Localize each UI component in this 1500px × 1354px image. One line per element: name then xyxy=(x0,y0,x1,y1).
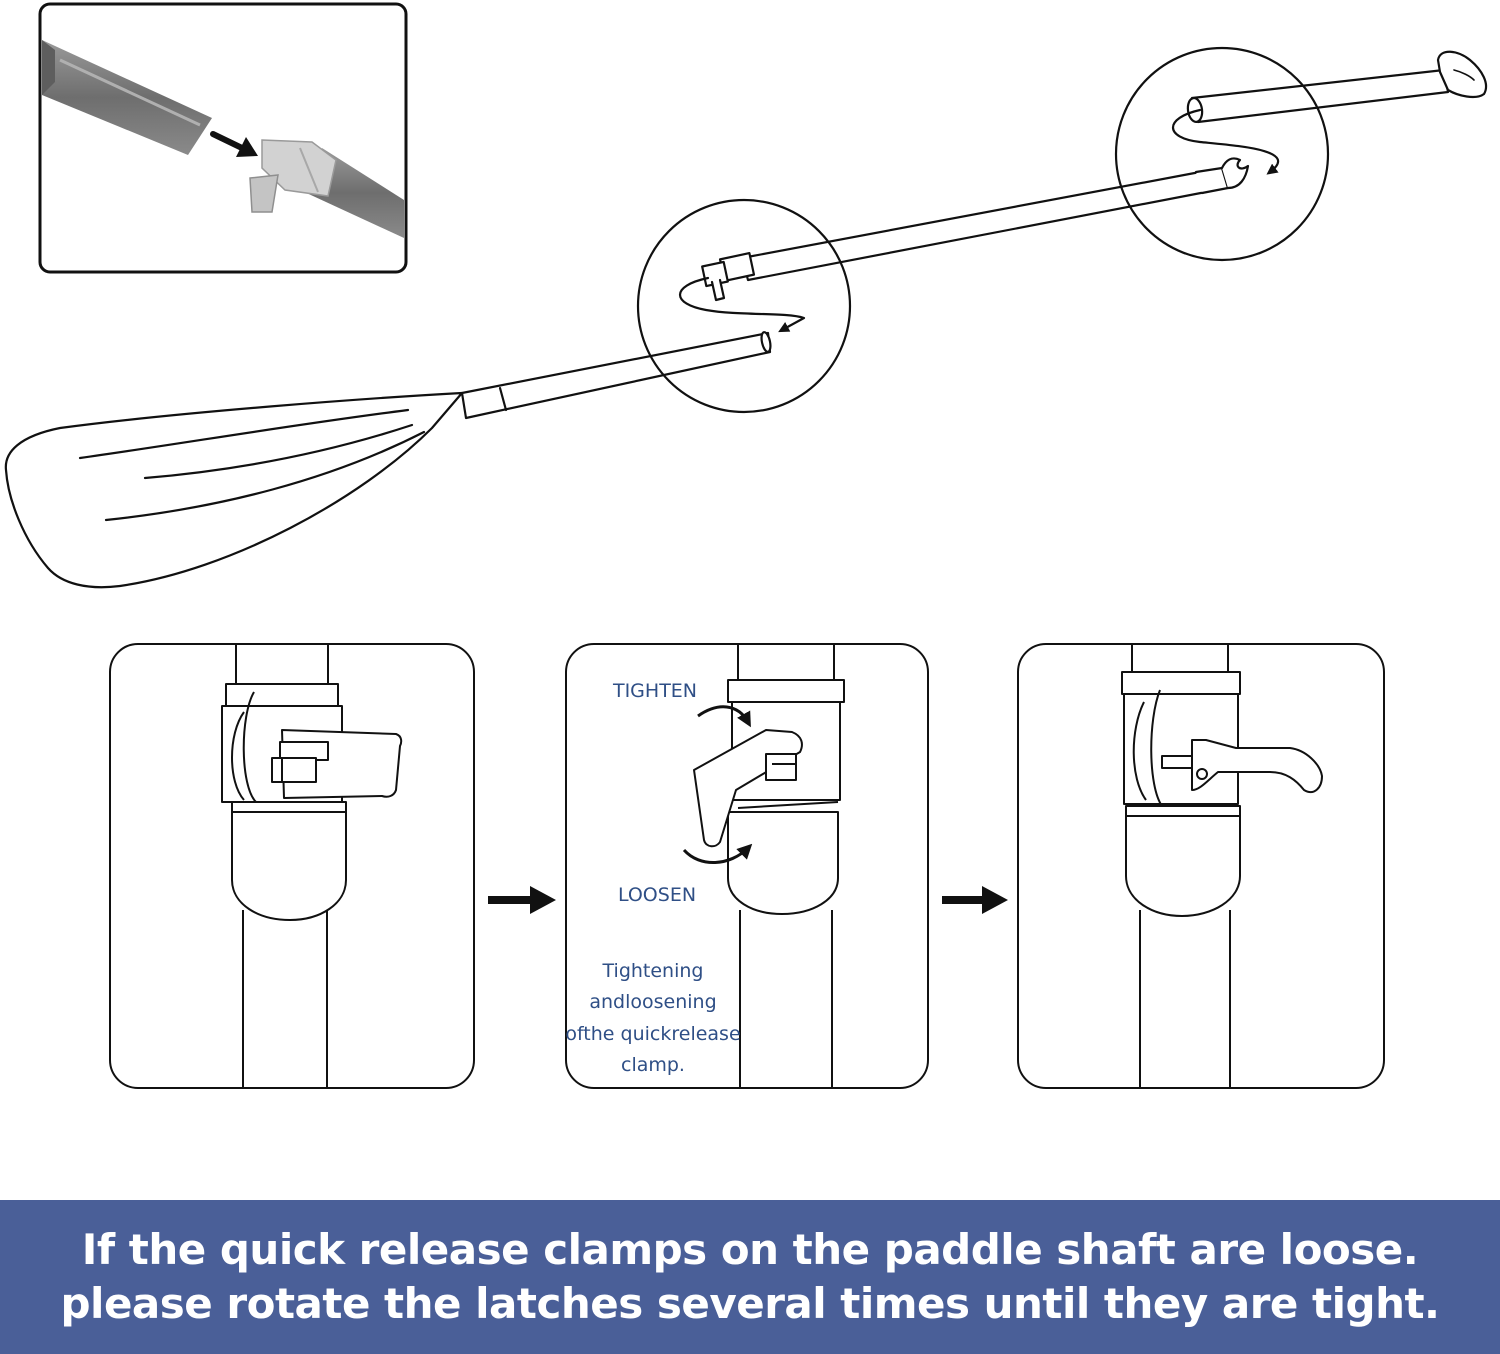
paddle-middle-shaft xyxy=(701,157,1250,302)
tighten-rotation-arrow-icon xyxy=(697,705,751,728)
step-panel-3 xyxy=(1017,643,1385,1089)
paddle-assembly-diagram: TIGHTEN LOOSEN Tightening andloosening o… xyxy=(4,2,1488,1089)
clamp-note-line-4: clamp. xyxy=(621,1054,685,1076)
panel1-latch-lever xyxy=(271,729,403,799)
loosen-rotation-arrow-icon xyxy=(682,843,753,864)
step-arrow-1-icon xyxy=(488,886,556,914)
panel2-shaft xyxy=(737,644,835,1088)
inset-clamp xyxy=(249,139,337,213)
detail-circle-lower-joint xyxy=(636,198,852,414)
step-panel-1 xyxy=(109,643,475,1089)
clamp-note-line-3: ofthe quickrelease xyxy=(565,1023,740,1045)
paddle-blade xyxy=(4,391,464,589)
instruction-line-1: If the quick release clamps on the paddl… xyxy=(81,1225,1419,1274)
paddle-lower-shaft xyxy=(460,331,772,420)
paddle-upper-shaft-handle xyxy=(1186,50,1488,124)
paddle-illustration xyxy=(4,46,1488,589)
panel2-clamp-collar xyxy=(727,679,845,915)
instruction-banner: If the quick release clamps on the paddl… xyxy=(0,1200,1500,1354)
instruction-line-2: please rotate the latches several times … xyxy=(60,1279,1440,1328)
inset-insert-arrow-icon xyxy=(210,131,258,157)
panel1-clamp-collar xyxy=(221,683,347,921)
inset-photo-shaft-connection xyxy=(38,2,408,274)
panel3-clamp-collar xyxy=(1121,671,1241,917)
detail-circle-upper-joint xyxy=(1114,46,1330,262)
loosen-label: LOOSEN xyxy=(618,884,696,906)
tighten-label: TIGHTEN xyxy=(612,680,697,702)
panel3-shaft xyxy=(1131,644,1231,1088)
panel2-latch-lever-rotated xyxy=(693,729,803,848)
panel1-shaft xyxy=(235,644,329,1088)
inset-shaft-upper xyxy=(42,40,212,155)
clamp-note-line-1: Tightening xyxy=(602,960,704,982)
step-panel-2: TIGHTEN LOOSEN Tightening andloosening o… xyxy=(565,643,929,1089)
clamp-note-line-2: andloosening xyxy=(589,991,716,1013)
step-arrow-2-icon xyxy=(942,886,1008,914)
panel3-latch-lever-closed xyxy=(1161,739,1323,794)
